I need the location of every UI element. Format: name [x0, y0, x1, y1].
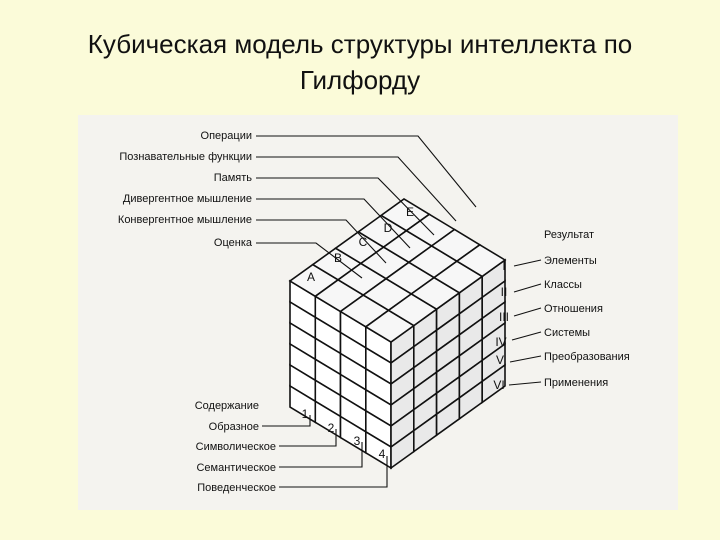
cube-front-face	[289, 279, 392, 470]
leader-line-contents	[279, 429, 337, 447]
result-numeral-4: IV	[495, 335, 506, 349]
leader-line-contents	[279, 442, 363, 468]
results-title: Результат	[544, 229, 594, 241]
result-numeral-6: VI	[493, 378, 504, 392]
content-label-symbolic: Символическое	[196, 441, 276, 453]
leader-line-results	[511, 331, 542, 341]
content-number-4: 4	[379, 447, 386, 461]
leader-line-results	[508, 381, 542, 386]
result-label-units: Элементы	[544, 255, 597, 267]
title-line-1: Кубическая модель структуры интеллекта п…	[87, 29, 633, 59]
operation-letter-e: E	[406, 205, 414, 219]
operation-letter-b: B	[334, 251, 342, 265]
operation-label-memory: Память	[214, 172, 253, 184]
result-label-systems: Системы	[544, 327, 590, 339]
operation-label-cognition: Познавательные функции	[119, 151, 252, 163]
operation-label-convergent: Конвергентное мышление	[118, 214, 252, 226]
leader-line-operations	[256, 177, 435, 236]
result-label-implications: Применения	[544, 377, 608, 389]
side-cell	[481, 363, 506, 404]
result-numeral-1: I	[502, 259, 505, 273]
leader-line-results	[513, 259, 542, 267]
guilford-cube-figure: Операции Познавательные функции Память Д…	[78, 115, 678, 510]
operations-title: Операции	[201, 130, 252, 142]
leader-line-results	[513, 307, 542, 317]
operation-letter-c: C	[359, 235, 368, 249]
result-label-transformations: Преобразования	[544, 351, 630, 363]
leader-line-contents	[262, 415, 311, 427]
result-numeral-3: III	[499, 310, 509, 324]
leader-line-contents	[279, 456, 388, 488]
top-cell	[455, 243, 507, 278]
leader-line-operations	[256, 219, 387, 264]
title-line-2: Гилфорду	[299, 65, 421, 95]
operation-label-evaluation: Оценка	[214, 237, 253, 249]
leader-line-operations	[256, 135, 477, 208]
cube-diagram: Операции Познавательные функции Память Д…	[118, 130, 630, 494]
result-numeral-5: V	[496, 353, 504, 367]
operation-label-divergent: Дивергентное мышление	[123, 193, 252, 205]
leader-line-operations	[256, 242, 363, 279]
contents-title: Содержание	[195, 400, 259, 412]
slide-title: Кубическая модель структуры интеллекта п…	[40, 26, 680, 98]
content-number-2: 2	[328, 421, 335, 435]
leader-lines	[256, 135, 542, 488]
operation-letter-d: D	[384, 221, 393, 235]
leader-line-operations	[256, 198, 411, 249]
content-number-1: 1	[302, 407, 309, 421]
content-label-behavioral: Поведенческое	[197, 482, 276, 494]
content-label-semantic: Семантическое	[196, 462, 276, 474]
result-numeral-2: II	[501, 285, 508, 299]
cube-top-face	[288, 198, 507, 343]
operation-letter-a: A	[307, 270, 315, 284]
leader-line-results	[509, 355, 542, 363]
leader-line-results	[513, 283, 542, 293]
result-label-relations: Отношения	[544, 303, 603, 315]
cube-side-face	[390, 258, 506, 470]
content-label-figural: Образное	[209, 421, 259, 433]
result-label-classes: Классы	[544, 279, 582, 291]
leader-line-operations	[256, 156, 457, 222]
content-number-3: 3	[354, 434, 361, 448]
